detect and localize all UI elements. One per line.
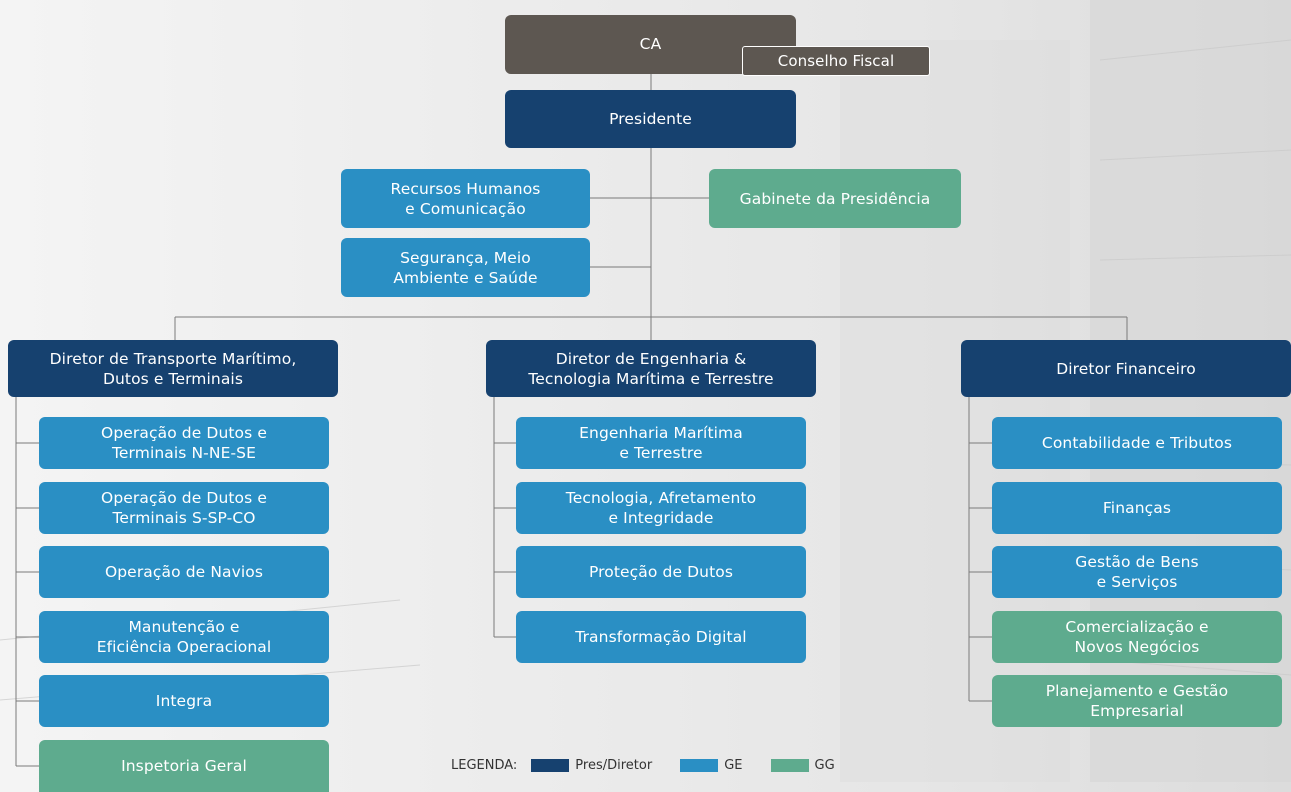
legend-swatch-director bbox=[531, 758, 570, 772]
unit-comercializacao-novos-negocios: Comercialização e Novos Negócios bbox=[992, 611, 1282, 663]
unit-planejamento-gestao: Planejamento e Gestão Empresarial bbox=[992, 675, 1282, 727]
legend-label-director: Pres/Diretor bbox=[575, 757, 653, 773]
unit-protecao-dutos: Proteção de Dutos bbox=[516, 546, 806, 598]
unit-integra: Integra bbox=[39, 675, 329, 727]
unit-inspetoria-geral: Inspetoria Geral bbox=[39, 740, 329, 792]
unit-transformacao-digital: Transformação Digital bbox=[516, 611, 806, 663]
unit-operacao-navios: Operação de Navios bbox=[39, 546, 329, 598]
legend-swatch-ge bbox=[680, 758, 719, 772]
unit-contabilidade-tributos: Contabilidade e Tributos bbox=[992, 417, 1282, 469]
director-transporte-box: Diretor de Transporte Marítimo, Dutos e … bbox=[8, 340, 338, 397]
director-financeiro-box: Diretor Financeiro bbox=[961, 340, 1291, 397]
legend-label-ge: GE bbox=[724, 757, 743, 773]
rh-comunicacao-box: Recursos Humanos e Comunicação bbox=[341, 169, 590, 228]
legend-swatch-gg bbox=[770, 758, 809, 772]
director-engenharia-box: Diretor de Engenharia & Tecnologia Marít… bbox=[486, 340, 816, 397]
unit-gestao-bens-servicos: Gestão de Bens e Serviços bbox=[992, 546, 1282, 598]
legend: LEGENDA: Pres/Diretor GE GG bbox=[451, 754, 849, 776]
unit-financas: Finanças bbox=[992, 482, 1282, 534]
unit-operacao-dutos-nnese: Operação de Dutos e Terminais N-NE-SE bbox=[39, 417, 329, 469]
legend-label-gg: GG bbox=[814, 757, 835, 773]
seguranca-meio-ambiente-box: Segurança, Meio Ambiente e Saúde bbox=[341, 238, 590, 297]
unit-tecnologia-afretamento: Tecnologia, Afretamento e Integridade bbox=[516, 482, 806, 534]
unit-operacao-dutos-sspco: Operação de Dutos e Terminais S-SP-CO bbox=[39, 482, 329, 534]
unit-manutencao-eficiencia: Manutenção e Eficiência Operacional bbox=[39, 611, 329, 663]
conselho-fiscal-box: Conselho Fiscal bbox=[742, 46, 930, 76]
presidente-box: Presidente bbox=[505, 90, 796, 148]
legend-title: LEGENDA: bbox=[451, 757, 518, 773]
gabinete-presidencia-box: Gabinete da Presidência bbox=[709, 169, 961, 228]
unit-engenharia-maritima: Engenharia Marítima e Terrestre bbox=[516, 417, 806, 469]
